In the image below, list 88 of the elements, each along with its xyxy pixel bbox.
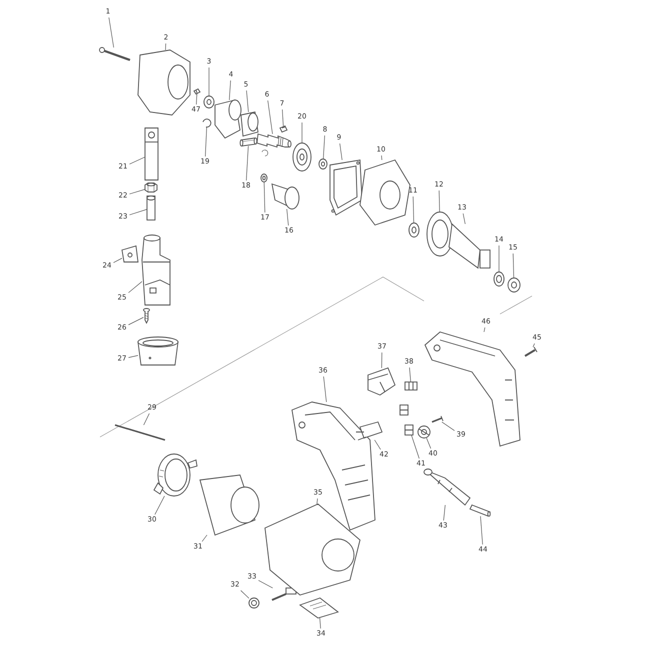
bearing-drawing bbox=[408, 222, 420, 238]
leader-line bbox=[462, 213, 466, 224]
gear-housing-drawing bbox=[138, 50, 190, 116]
leader-line bbox=[282, 109, 284, 126]
washer-drawing bbox=[260, 174, 268, 182]
field-coil-drawing bbox=[199, 474, 260, 536]
terminal-drawing bbox=[404, 382, 418, 390]
leader-line bbox=[443, 504, 446, 521]
leader-line bbox=[154, 496, 165, 515]
washer-drawing bbox=[318, 158, 328, 170]
leader-line bbox=[246, 90, 249, 112]
gasket-drawing bbox=[330, 159, 362, 216]
leader-line bbox=[229, 80, 231, 100]
leader-line bbox=[129, 189, 146, 194]
leader-line bbox=[374, 440, 381, 450]
leader-line bbox=[205, 126, 207, 157]
leader-line bbox=[340, 143, 342, 160]
pin-drawing bbox=[240, 138, 258, 146]
clamp-drawing bbox=[418, 426, 430, 438]
gear-drawing bbox=[292, 142, 312, 172]
leader-line bbox=[316, 498, 318, 504]
handle-half-drawing bbox=[424, 332, 520, 447]
leader-line bbox=[381, 155, 382, 160]
bearing-box-drawing bbox=[360, 159, 410, 226]
ring-drawing bbox=[494, 272, 504, 286]
leader-line bbox=[426, 438, 432, 449]
leader-line bbox=[411, 434, 420, 459]
leader-line bbox=[258, 580, 273, 588]
leader-line bbox=[498, 245, 500, 272]
switch-lever-drawing bbox=[356, 421, 383, 440]
leader-line bbox=[264, 182, 266, 213]
shaft-drawing bbox=[256, 133, 292, 156]
retaining-ring-drawing bbox=[202, 118, 212, 128]
leader-line bbox=[438, 190, 440, 212]
armature-drawing bbox=[448, 223, 490, 269]
key-drawing bbox=[280, 125, 288, 132]
leader-line bbox=[129, 209, 148, 216]
leader-line bbox=[165, 43, 166, 50]
spindle-holder-drawing bbox=[142, 234, 170, 306]
leader-line bbox=[246, 146, 249, 181]
leader-line bbox=[412, 196, 414, 224]
name-plate-drawing bbox=[299, 598, 339, 618]
screw-drawing bbox=[432, 416, 444, 423]
leader-line bbox=[196, 94, 198, 105]
connector-drawing bbox=[400, 404, 414, 436]
leader-line bbox=[480, 516, 483, 545]
bolt-drawing bbox=[99, 47, 130, 62]
leader-line bbox=[323, 376, 327, 402]
screw-drawing bbox=[524, 346, 538, 357]
leader-line bbox=[240, 590, 250, 599]
cord-guard-drawing bbox=[424, 468, 471, 506]
bushing-drawing bbox=[144, 182, 158, 192]
leader-line bbox=[128, 355, 138, 358]
cord-drawing bbox=[469, 504, 491, 517]
switch-drawing bbox=[368, 367, 396, 396]
screw-drawing bbox=[143, 308, 150, 324]
leader-line bbox=[381, 352, 382, 368]
ring-drawing bbox=[137, 336, 179, 366]
bearing-drawing bbox=[508, 278, 520, 292]
brush-cap-drawing bbox=[248, 598, 260, 608]
rod-drawing bbox=[144, 128, 158, 180]
leader-line bbox=[320, 618, 321, 629]
leader-line bbox=[113, 258, 122, 263]
leader-line bbox=[129, 156, 146, 164]
leader-line bbox=[143, 413, 150, 426]
gear-shaft-drawing bbox=[271, 183, 300, 210]
leader-line bbox=[108, 17, 114, 48]
screw-drawing bbox=[114, 424, 166, 441]
motor-housing-drawing bbox=[264, 503, 360, 596]
pin-drawing bbox=[146, 196, 156, 220]
leader-line bbox=[532, 343, 535, 348]
leader-line bbox=[512, 253, 514, 278]
leader-line bbox=[268, 100, 273, 134]
leader-line bbox=[442, 422, 455, 431]
handle-half-drawing bbox=[292, 402, 376, 531]
washer-drawing bbox=[204, 96, 214, 108]
leader-line bbox=[484, 327, 486, 332]
leader-line bbox=[323, 135, 325, 160]
fan-drawing bbox=[426, 212, 454, 256]
leader-line bbox=[128, 317, 144, 326]
leader-line bbox=[128, 281, 142, 293]
baffle-plate-drawing bbox=[153, 454, 198, 496]
leader-line bbox=[202, 534, 208, 542]
plate-drawing bbox=[122, 245, 138, 262]
leader-line bbox=[286, 208, 289, 226]
leader-line bbox=[409, 367, 411, 382]
leader-line bbox=[208, 67, 210, 96]
pin-drawing bbox=[194, 88, 201, 94]
